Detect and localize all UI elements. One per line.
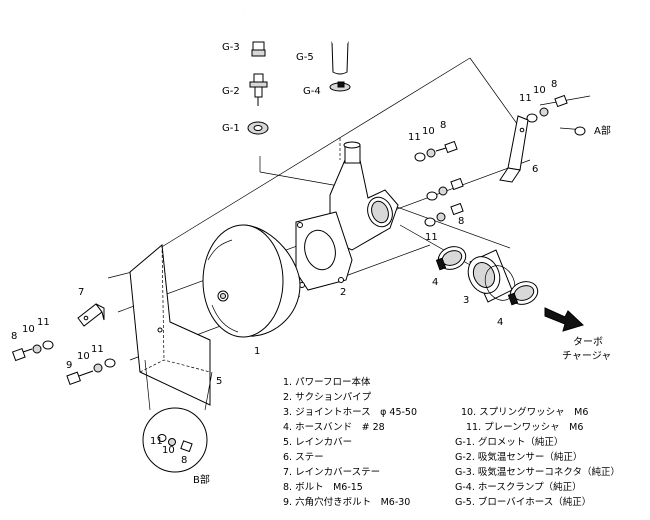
- a-part-marker: [574, 126, 586, 136]
- bolt-set-right: [526, 94, 568, 123]
- part-7: 7. レインカバーステー: [283, 467, 380, 478]
- callout-11f: 11: [150, 436, 163, 447]
- parts-list-right: 10. スプリングワッシャ M6 11. プレーンワッシャ M6 G-1. グロ…: [455, 406, 620, 508]
- part-g1: G-1. グロメット（純正）: [455, 436, 563, 448]
- callout-labels: G-3 G-2 G-1 G-5 G-4 11 10 8 11 10 8 8 11…: [11, 42, 611, 486]
- callout-a-part: A部: [594, 124, 611, 137]
- part-9: 9. 六角穴付きボルト M6-30: [283, 496, 410, 508]
- callout-4b: 4: [497, 317, 503, 328]
- part-11: 11. プレーンワッシャ M6: [466, 422, 583, 433]
- callout-g2: G-2: [222, 86, 240, 97]
- callout-5: 5: [216, 376, 222, 387]
- turbo-label-2: チャージャ: [562, 350, 611, 362]
- joint-hose: [467, 249, 516, 303]
- callout-b-part: B部: [193, 473, 210, 486]
- stay: [499, 115, 529, 183]
- callout-10e: 10: [77, 351, 90, 362]
- part-4: 4. ホースバンド # 28: [283, 422, 385, 433]
- callout-8f: 8: [181, 455, 187, 466]
- hose-band-right: [507, 281, 539, 306]
- turbo-arrow: [544, 307, 584, 332]
- bolt-set-mid-upper: [414, 140, 458, 162]
- callout-1: 1: [254, 346, 260, 357]
- callout-g1: G-1: [222, 123, 240, 134]
- part-6: 6. ステー: [283, 452, 324, 463]
- callout-11d: 11: [37, 317, 50, 328]
- suction-pipe: [295, 141, 399, 291]
- bolt-set-left-lower: [66, 358, 116, 386]
- grommet-g1: [247, 121, 269, 135]
- hose-band-left: [435, 246, 467, 271]
- powerflow-body: [202, 224, 301, 338]
- callout-10d: 10: [22, 324, 35, 335]
- callout-4a: 4: [432, 277, 438, 288]
- part-g3: G-3. 吸気温センサーコネクタ（純正）: [455, 466, 620, 478]
- callout-g3: G-3: [222, 42, 240, 53]
- turbo-label-1: ターボ: [573, 336, 603, 348]
- sensor-cable: [242, 9, 260, 43]
- callout-g4: G-4: [303, 86, 321, 97]
- callout-3: 3: [463, 295, 469, 306]
- callout-11b: 11: [408, 132, 421, 143]
- part-2: 2. サクションパイプ: [283, 392, 372, 403]
- part-1: 1. パワーフロー本体: [283, 376, 371, 388]
- rain-cover: [129, 244, 211, 406]
- part-5: 5. レインカバー: [283, 437, 352, 448]
- blowby-hose-g5: [331, 41, 349, 75]
- part-g4: G-4. ホースクランプ（純正）: [455, 481, 582, 493]
- callout-10b: 10: [422, 126, 435, 137]
- rain-cover-stay: [77, 303, 105, 327]
- callout-10a: 10: [533, 85, 546, 96]
- callout-8d: 8: [11, 331, 17, 342]
- b-part-detail: [142, 359, 213, 473]
- callout-11a: 11: [519, 93, 532, 104]
- callout-10f: 10: [162, 445, 175, 456]
- part-8: 8. ボルト M6-15: [283, 482, 363, 493]
- sensor-connector-g3: [251, 41, 266, 57]
- callout-8b: 8: [440, 120, 446, 131]
- callout-11c: 11: [425, 232, 438, 243]
- hose-clamp-g4: [329, 81, 351, 92]
- callout-g5: G-5: [296, 52, 314, 63]
- bolt-set-mid-lower: [424, 177, 464, 227]
- temp-sensor-g2: [249, 73, 268, 106]
- callout-2: 2: [340, 287, 346, 298]
- callout-8c: 8: [458, 216, 464, 227]
- parts-list-left: 1. パワーフロー本体 2. サクションパイプ 3. ジョイントホース φ 45…: [283, 376, 417, 508]
- callout-8a: 8: [551, 79, 557, 90]
- callout-9: 9: [66, 360, 72, 371]
- part-3: 3. ジョイントホース φ 45-50: [283, 407, 417, 418]
- callout-6: 6: [532, 164, 538, 175]
- bolt-set-left-upper: [11, 340, 54, 362]
- callout-7: 7: [78, 287, 84, 298]
- part-g2: G-2. 吸気温センサー（純正）: [455, 451, 582, 463]
- part-g5: G-5. ブローバイホース（純正）: [455, 496, 591, 508]
- callout-11e: 11: [91, 344, 104, 355]
- part-10: 10. スプリングワッシャ M6: [461, 406, 588, 418]
